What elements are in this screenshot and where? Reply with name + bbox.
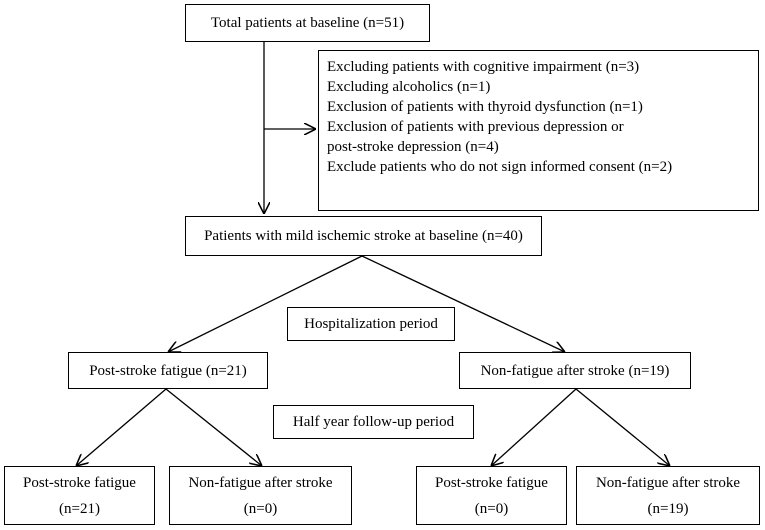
arrow-stroke-to-fatigue	[168, 255, 363, 352]
exclusion-line: Exclusion of patients with thyroid dysfu…	[327, 99, 643, 115]
outcome-title: Post-stroke fatigue	[23, 474, 136, 491]
exclusion-line: Excluding patients with cognitive impair…	[327, 59, 640, 75]
outcome-title: Non-fatigue after stroke	[595, 474, 741, 491]
baseline-box: Total patients at baseline (n=51)	[185, 4, 430, 42]
exclusion-line: Exclusion of patients with previous depr…	[327, 119, 624, 135]
fatigue-box: Post-stroke fatigue (n=21)	[68, 352, 268, 389]
hospitalization-period-label: Hospitalization period	[287, 307, 455, 341]
follow-up-period-label: Half year follow-up period	[273, 405, 474, 439]
exclusion-line: Excluding alcoholics (n=1)	[327, 79, 491, 95]
outcome-box-nonfatigue-nonfatigue: Non-fatigue after stroke (n=19)	[576, 466, 760, 525]
fatigue-label: Post-stroke fatigue (n=21)	[89, 362, 247, 379]
exclusion-box: Excluding patients with cognitive impair…	[318, 50, 759, 211]
outcome-box-fatigue-fatigue: Post-stroke fatigue (n=21)	[4, 466, 155, 525]
outcome-count: (n=21)	[59, 500, 100, 517]
baseline-label: Total patients at baseline (n=51)	[210, 15, 405, 31]
outcome-count: (n=0)	[243, 500, 278, 517]
outcome-box-fatigue-nonfatigue: Non-fatigue after stroke (n=0)	[169, 466, 352, 525]
arrow-fatigue-to-fatigue	[76, 388, 167, 466]
outcome-box-nonfatigue-fatigue: Post-stroke fatigue (n=0)	[416, 466, 567, 525]
outcome-count: (n=0)	[474, 500, 509, 517]
outcome-count: (n=19)	[647, 500, 689, 517]
arrow-nonfatigue-to-fatigue	[491, 388, 577, 466]
non-fatigue-label: Non-fatigue after stroke (n=19)	[480, 362, 670, 379]
arrow-fatigue-to-nonfatigue	[165, 388, 262, 466]
arrow-nonfatigue-to-nonfatigue	[575, 388, 670, 466]
mild-stroke-box: Patients with mild ischemic stroke at ba…	[185, 216, 542, 256]
exclusion-line: post-stroke depression (n=4)	[327, 139, 499, 155]
exclusion-line: Exclude patients who do not sign informe…	[327, 159, 673, 175]
non-fatigue-box: Non-fatigue after stroke (n=19)	[459, 352, 691, 389]
mild-stroke-label: Patients with mild ischemic stroke at ba…	[204, 228, 523, 244]
arrow-stroke-to-nonfatigue	[361, 255, 565, 352]
outcome-title: Post-stroke fatigue	[435, 474, 548, 491]
outcome-title: Non-fatigue after stroke	[188, 474, 333, 491]
